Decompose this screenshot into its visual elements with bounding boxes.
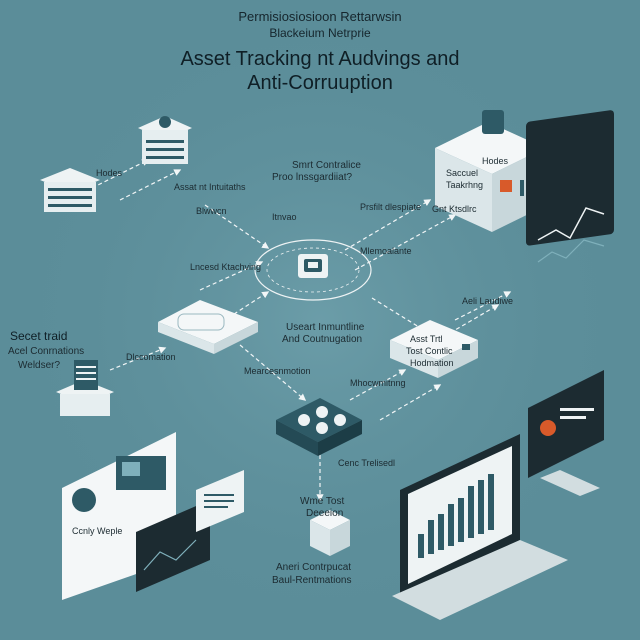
label-right-manage: Mlemoalante [360, 246, 412, 256]
document-icon [310, 510, 350, 556]
chart-monitor-icon [526, 110, 614, 263]
label-right-lower: Aeli Laudiwe [462, 296, 514, 306]
label-right-box-3: Hodmation [410, 358, 454, 368]
label-bottom-mid-title: Wme Tost [300, 496, 345, 507]
laptop-icon [392, 434, 568, 620]
label-center-top: Smrt Contralice [292, 160, 361, 171]
label-top-left-server: Hodes [96, 168, 123, 178]
label-right-mid-lower: Mhocwmitnng [350, 378, 406, 388]
label-bottom-mid-title-2: Deeeion [306, 508, 344, 519]
workstation-icon [62, 432, 244, 600]
label-cube-line-2: Taakrhng [446, 180, 484, 190]
label-right-box-1: Asst Trtl [410, 334, 443, 344]
label-center-2: And Coutnugation [282, 334, 363, 345]
header-line-1: Permisiosiosioon Rettarwsin [238, 9, 402, 24]
label-center: Useart Inmuntline [286, 322, 365, 333]
label-bottom-mid-cap: Aneri Contrpucat [276, 562, 352, 573]
server-stack-icon-2 [56, 360, 114, 416]
title-line-1: Asset Tracking nt Audvings and [180, 48, 460, 70]
label-center-top-2: Proo lnssgardiiat? [272, 172, 353, 183]
monitor-icon [528, 370, 604, 496]
label-cube-title: Hodes [482, 156, 509, 166]
label-cube-line-1: Saccuel [446, 168, 479, 178]
label-top-left-assets: Assat nt Intuitaths [174, 182, 246, 192]
label-top-left-assets-2: Blwwcn [196, 206, 227, 216]
label-right-gpu: Gnt Ktsdlrc [432, 204, 477, 214]
server-stack-icon [40, 116, 192, 212]
record-box [390, 320, 478, 378]
blockchain-hub-icon [254, 239, 372, 301]
label-bottom-mid-cap-2: Baul-Rentmations [272, 575, 352, 586]
label-left-tracking: Lncesd Ktachving [190, 262, 262, 272]
header-line-2: Blackeium Netrprie [269, 26, 371, 40]
label-left-secret: Secet traid [10, 329, 68, 343]
label-right-profile: Prsfilt dlespiate [360, 202, 422, 212]
label-bottom-center-node: Cenc Trelisedl [338, 458, 396, 468]
label-right-box-2: Tost Contlic [406, 346, 453, 356]
title-line-2: Anti-Corruuption [247, 72, 393, 94]
label-bottom-left-panel: Ccnly Weple [72, 526, 123, 536]
label-left-lower: Dlccomation [126, 352, 176, 362]
label-flow: Itnvao [272, 212, 297, 222]
label-left-secret-2: Acel Conrnations [8, 346, 85, 357]
label-left-secret-3: Weldser? [18, 360, 61, 371]
platform-panel [158, 300, 258, 354]
label-mid-left-lower: Mearcesnmotion [244, 366, 311, 376]
device-icon [276, 398, 362, 456]
